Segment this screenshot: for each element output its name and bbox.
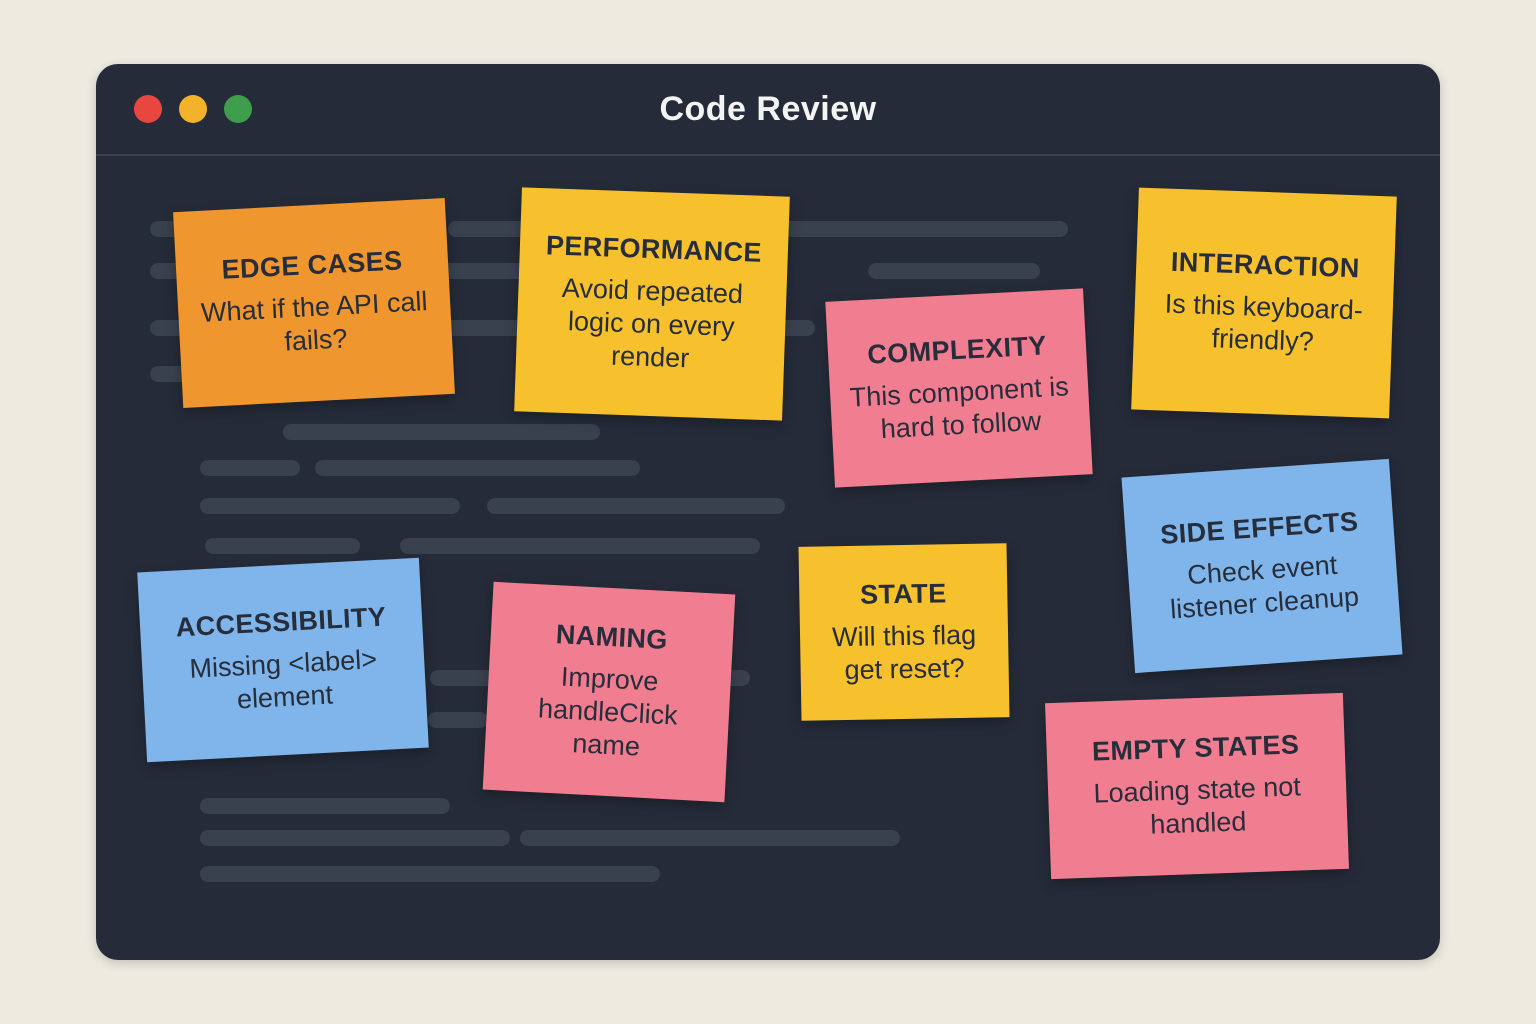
zoom-button-icon[interactable] (224, 95, 252, 123)
note-body: This component is hard to follow (848, 370, 1070, 444)
note-body: Is this keyboard-friendly? (1164, 288, 1364, 357)
sticky-note-edge-cases[interactable]: EDGE CASES What if the API call fails? (173, 198, 455, 408)
code-line (868, 263, 1040, 279)
note-title: EDGE CASES (220, 244, 404, 285)
code-line (200, 498, 460, 514)
code-line (200, 866, 660, 882)
code-line (487, 498, 785, 514)
window-title: Code Review (659, 90, 877, 128)
note-title: EMPTY STATES (1091, 728, 1300, 767)
code-line (200, 460, 300, 476)
code-line (520, 830, 900, 846)
note-body: Check event listener cleanup (1169, 549, 1360, 624)
note-title: COMPLEXITY (866, 329, 1048, 370)
code-line (400, 538, 760, 554)
title-bar: Code Review (96, 64, 1440, 156)
code-line (200, 830, 510, 846)
sticky-note-interaction[interactable]: INTERACTION Is this keyboard-friendly? (1131, 187, 1397, 419)
sticky-note-empty-states[interactable]: EMPTY STATES Loading state not handled (1045, 692, 1349, 880)
minimize-button-icon[interactable] (179, 95, 207, 123)
note-title: STATE (859, 577, 947, 610)
note-body: Loading state not handled (1093, 770, 1302, 840)
code-line (205, 538, 360, 554)
note-body: Missing <label> element (188, 643, 378, 714)
close-button-icon[interactable] (134, 95, 162, 123)
sticky-note-complexity[interactable]: COMPLEXITY This component is hard to fol… (825, 288, 1093, 488)
code-line (428, 712, 488, 728)
sticky-note-state[interactable]: STATE Will this flag get reset? (798, 543, 1010, 721)
note-title: NAMING (555, 619, 669, 656)
note-body: Improve handleClick name (537, 661, 679, 762)
code-line (315, 460, 640, 476)
sticky-note-performance[interactable]: PERFORMANCE Avoid repeated logic on ever… (514, 187, 790, 421)
note-title: INTERACTION (1170, 246, 1361, 283)
note-body: Will this flag get reset? (831, 619, 977, 685)
sticky-note-accessibility[interactable]: ACCESSIBILITY Missing <label> element (137, 557, 429, 763)
sticky-note-side-effects[interactable]: SIDE EFFECTS Check event listener cleanu… (1121, 458, 1403, 674)
sticky-note-naming[interactable]: NAMING Improve handleClick name (482, 581, 736, 803)
code-line (283, 424, 600, 440)
note-title: ACCESSIBILITY (174, 601, 387, 643)
note-body: Avoid repeated logic on every render (561, 272, 744, 374)
code-line (200, 798, 450, 814)
code-review-window: Code Review EDGE CASES What if the API c… (96, 64, 1440, 960)
note-title: SIDE EFFECTS (1159, 505, 1360, 550)
note-body: What if the API call fails? (200, 285, 429, 357)
note-title: PERFORMANCE (545, 230, 763, 268)
